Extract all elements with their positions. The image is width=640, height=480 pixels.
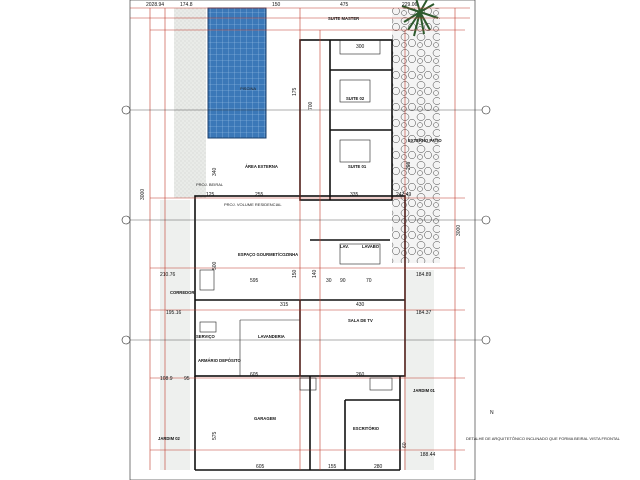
- pool: [207, 7, 267, 139]
- note-volume: PROJ. VOLUME RESIDENCIAL: [224, 202, 282, 207]
- dim-text: 700: [308, 101, 314, 110]
- dim-text: 335: [350, 192, 359, 198]
- dim-text: 150: [292, 269, 298, 278]
- dim-text: 174.8: [180, 2, 193, 8]
- grid-axes: [122, 109, 490, 341]
- room-gourmet: ESPAÇO GOURMET/COZINHA: [238, 252, 298, 257]
- dim-text: 184.37: [416, 310, 432, 316]
- right-lower-garden: [404, 270, 434, 470]
- room-externo: EXTERNO PATIO: [408, 138, 442, 143]
- room-escritorio: ESCRITÓRIO: [353, 426, 380, 431]
- stone-garden: [392, 8, 440, 263]
- dim-text: 300: [356, 44, 365, 50]
- dim-text: 188.44: [420, 452, 436, 458]
- dim-text: 95: [184, 376, 190, 382]
- dim-text: 3000: [456, 225, 462, 236]
- note-detail: DETALHE DE ARQUITETÔNICO INCLINADO QUE F…: [466, 436, 621, 441]
- room-jardim-01: JARDIM 01: [413, 388, 436, 393]
- dim-text: 260: [356, 372, 365, 378]
- dim-text: 340: [212, 167, 218, 176]
- dim-text: 475: [340, 2, 349, 8]
- room-garagem: GARAGEM: [254, 416, 276, 421]
- dim-text: 60: [402, 442, 408, 448]
- room-sala-tv: SALA DE TV: [348, 318, 373, 323]
- dim-text: 150: [272, 2, 281, 8]
- room-armario: ARMÁRIO DEPÓSITO: [198, 358, 241, 363]
- dim-text: 3000: [140, 189, 146, 200]
- dimension-lines: [130, 7, 470, 470]
- dim-text: 575: [212, 431, 218, 440]
- grid-bubble-icon: [121, 105, 491, 345]
- room-lav: LAV.: [340, 244, 349, 249]
- dim-text: 595: [250, 278, 259, 284]
- dim-text: 155: [328, 464, 337, 470]
- dim-text: 315: [280, 302, 289, 308]
- dim-text: 247.49: [396, 192, 412, 198]
- room-corredor: CORREDOR: [170, 290, 194, 295]
- sheet-border: [129, 0, 476, 480]
- dim-text: 2028.94: [146, 2, 164, 8]
- dim-text: 229.06: [402, 2, 418, 8]
- dim-text: 184.89: [416, 272, 432, 278]
- dim-text: 430: [356, 302, 365, 308]
- room-lavanderia: LAVANDERIA: [258, 334, 285, 339]
- dim-text: 140: [312, 269, 318, 278]
- dim-text: 255: [255, 192, 264, 198]
- dim-text: 280: [374, 464, 383, 470]
- pool-label: PISCINA: [240, 86, 256, 91]
- note-beiral: PROJ. BEIRAL: [196, 182, 224, 187]
- dim-text: 125: [206, 192, 215, 198]
- room-jardim-02: JARDIM 02: [158, 436, 181, 441]
- north-label: N: [490, 410, 494, 416]
- room-lavabo: LAVABO: [362, 244, 380, 249]
- fixtures: [199, 39, 393, 391]
- dim-text: 500: [212, 261, 218, 270]
- dim-text: 295: [406, 161, 412, 170]
- room-servico: SERVIÇO: [196, 334, 216, 339]
- dim-text: 108.9: [160, 376, 173, 382]
- room-suite-01: SUITE 01: [348, 164, 367, 169]
- dim-text: 210.76: [160, 272, 176, 278]
- dim-text: 30: [326, 278, 332, 284]
- room-area-externa: ÁREA EXTERNA: [245, 164, 278, 169]
- left-garden: [174, 8, 206, 198]
- dim-text: 605: [256, 464, 265, 470]
- dim-text: 175: [292, 87, 298, 96]
- dim-text: 70: [366, 278, 372, 284]
- dim-text: 605: [250, 372, 259, 378]
- dim-text: 195.16: [166, 310, 182, 316]
- dim-text: 90: [340, 278, 346, 284]
- room-suite-master: SUITE MASTER: [328, 16, 359, 21]
- left-lower-garden: [160, 200, 190, 470]
- room-suite-02: SUITE 02: [346, 96, 365, 101]
